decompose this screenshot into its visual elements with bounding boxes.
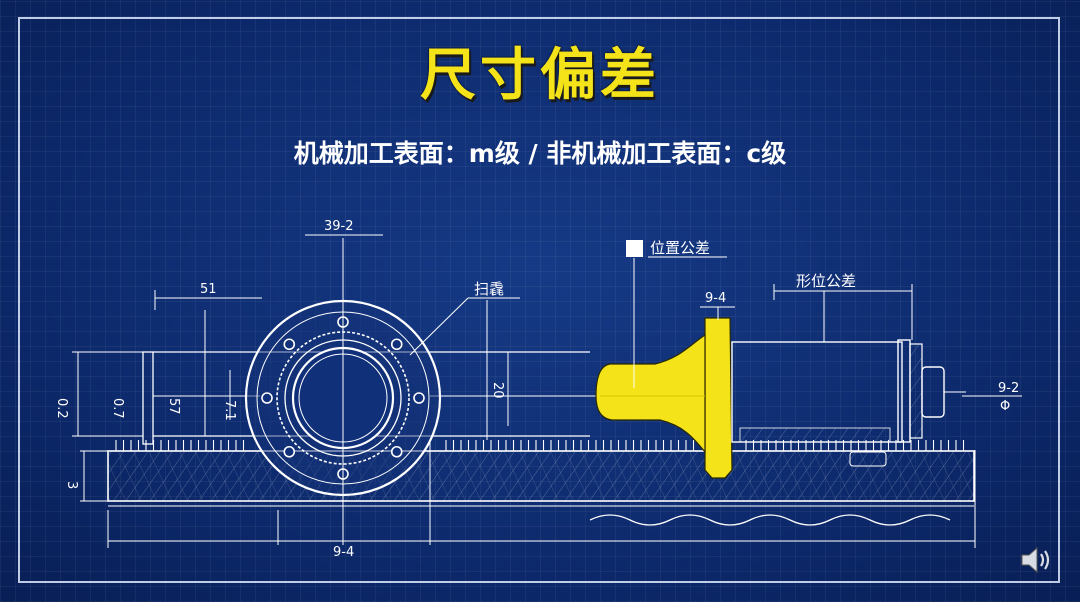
label-yellow-dim: 9-4 xyxy=(705,291,726,306)
yellow-highlight-part xyxy=(595,317,733,479)
blueprint-frame xyxy=(18,17,1060,583)
page-title: 尺寸偏差 xyxy=(420,43,660,108)
label-dim-left-b: 0.7 xyxy=(110,398,125,419)
bolt-hole xyxy=(283,338,296,351)
label-dim-right: 9-2 xyxy=(998,381,1019,396)
label-dim-left-d: 7.1 xyxy=(222,400,237,421)
label-dim-left-top: 51 xyxy=(200,282,217,297)
bolt-hole xyxy=(390,445,403,458)
label-position-tolerance: 位置公差 xyxy=(650,239,710,257)
right-cylinder xyxy=(731,339,966,467)
bolt-hole xyxy=(283,445,296,458)
base-plate xyxy=(107,450,975,507)
bolt-hole xyxy=(261,392,273,404)
label-form-tolerance: 形位公差 xyxy=(796,272,856,290)
break-line xyxy=(589,514,951,526)
label-dim-base: 3 xyxy=(64,481,79,489)
label-dim-bottom: 9-4 xyxy=(333,545,354,560)
base-teeth xyxy=(115,440,965,451)
left-flange xyxy=(142,351,260,445)
label-dim-top: 39-2 xyxy=(324,219,354,234)
page-subtitle: 机械加工表面：m级 / 非机械加工表面：c级 xyxy=(293,139,787,168)
speaker-icon[interactable] xyxy=(1018,544,1054,576)
dimension-lines xyxy=(72,234,1022,548)
label-chamfer: 扫毳 xyxy=(474,280,504,298)
label-dim-left-a: 0.2 xyxy=(54,398,69,419)
flange-bolt-holes xyxy=(261,316,425,480)
label-dim-left-c: 57 xyxy=(166,398,181,415)
label-dim-mid: 20 xyxy=(490,382,505,399)
label-dim-right-symbol: Φ xyxy=(1000,399,1010,414)
bolt-hole xyxy=(390,338,403,351)
bolt-hole xyxy=(413,392,425,404)
position-tolerance-box xyxy=(626,240,643,257)
